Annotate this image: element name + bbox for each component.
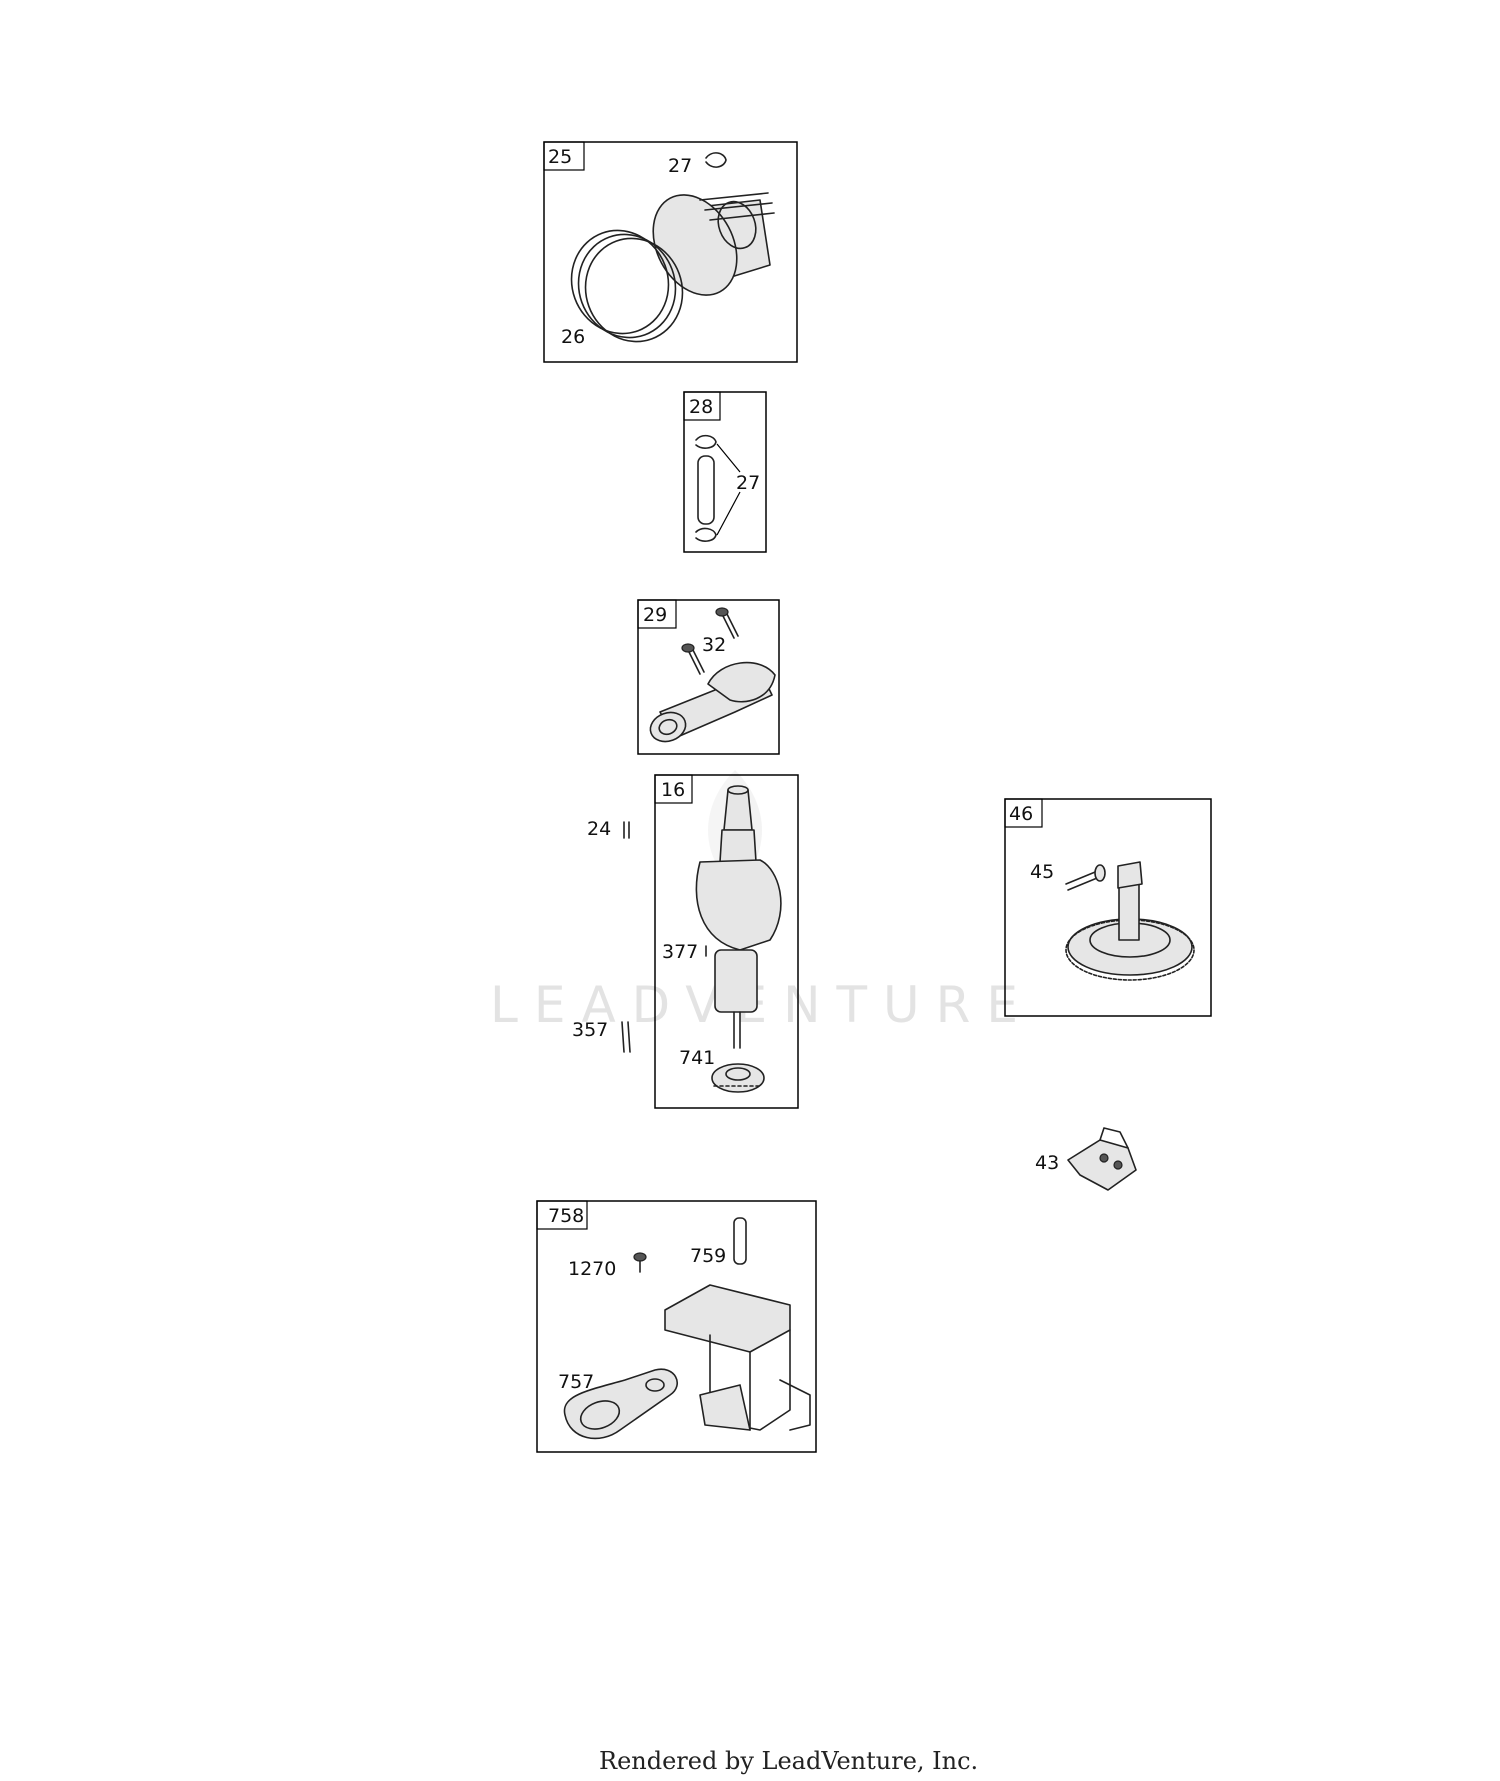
piston-drawing xyxy=(652,192,775,296)
assembly-46-tag xyxy=(1004,798,1043,828)
assembly-28-tag xyxy=(683,391,721,421)
part-label-24[interactable]: 24 xyxy=(587,818,611,840)
leader-line-27 xyxy=(716,443,741,536)
tappet-icon xyxy=(1067,1127,1137,1191)
assembly-16-tag xyxy=(654,774,693,804)
loose-part-43[interactable]: 43 xyxy=(1035,1127,1137,1191)
part-label-357[interactable]: 357 xyxy=(572,1019,608,1041)
assembly-758-box xyxy=(536,1200,817,1453)
assembly-28-piston-pin[interactable]: 28 27 xyxy=(683,391,767,553)
part-label-32[interactable]: 32 xyxy=(702,634,726,656)
assembly-25-label: 25 xyxy=(548,146,572,168)
crank-gear-icon xyxy=(711,1063,765,1093)
assembly-16-crankshaft[interactable]: 16 377 741 xyxy=(654,774,799,1109)
assembly-28-box xyxy=(683,391,767,553)
part-label-27-pin[interactable]: 27 xyxy=(736,472,760,494)
screw-1270-icon xyxy=(633,1252,647,1273)
part-label-45[interactable]: 45 xyxy=(1030,861,1054,883)
rod-bolt-icon xyxy=(681,607,739,675)
plate-757-drawing xyxy=(563,1368,678,1440)
crankshaft-drawing xyxy=(695,785,782,1049)
part-label-377[interactable]: 377 xyxy=(662,941,698,963)
part-label-1270[interactable]: 1270 xyxy=(568,1258,616,1280)
assembly-46-label: 46 xyxy=(1009,803,1033,825)
footer-credit: Rendered by LeadVenture, Inc. xyxy=(599,1747,978,1775)
assembly-29-tag xyxy=(637,599,677,629)
connecting-rod-drawing xyxy=(649,661,776,743)
assembly-25-box xyxy=(543,141,798,363)
loose-part-357[interactable]: 357 xyxy=(572,1019,631,1053)
part-label-27[interactable]: 27 xyxy=(668,155,692,177)
assembly-25-piston[interactable]: 25 27 26 xyxy=(543,141,798,363)
piston-pin-clip-icon xyxy=(705,152,727,168)
assembly-29-box xyxy=(637,599,780,755)
assembly-29-label: 29 xyxy=(643,604,667,626)
assembly-25-tag xyxy=(543,141,585,171)
part-label-741[interactable]: 741 xyxy=(679,1047,715,1069)
camshaft-gear-drawing xyxy=(1065,861,1195,981)
assembly-758-tag xyxy=(536,1200,588,1230)
pin-24-icon xyxy=(623,821,630,839)
piston-pin-drawing xyxy=(695,434,717,542)
assembly-16-label: 16 xyxy=(661,779,685,801)
assembly-758-bracket[interactable]: 758 1270 759 757 xyxy=(536,1200,817,1453)
pin-357-icon xyxy=(621,1021,631,1053)
assembly-46-box xyxy=(1004,798,1212,1017)
bracket-drawing xyxy=(664,1284,811,1431)
assembly-46-camshaft[interactable]: 46 45 xyxy=(1004,798,1212,1017)
cam-pin-icon xyxy=(1065,864,1106,891)
part-label-26[interactable]: 26 xyxy=(561,326,585,348)
pin-759-icon xyxy=(733,1217,747,1265)
assembly-28-label: 28 xyxy=(689,396,713,418)
part-label-757[interactable]: 757 xyxy=(558,1371,594,1393)
piston-rings-drawing xyxy=(570,229,684,343)
part-label-759[interactable]: 759 xyxy=(690,1245,726,1267)
assembly-758-label: 758 xyxy=(548,1205,584,1227)
loose-part-24[interactable]: 24 xyxy=(587,818,630,840)
assembly-29-connecting-rod[interactable]: 29 32 xyxy=(637,599,780,755)
part-label-43[interactable]: 43 xyxy=(1035,1152,1059,1174)
assembly-16-box xyxy=(654,774,799,1109)
